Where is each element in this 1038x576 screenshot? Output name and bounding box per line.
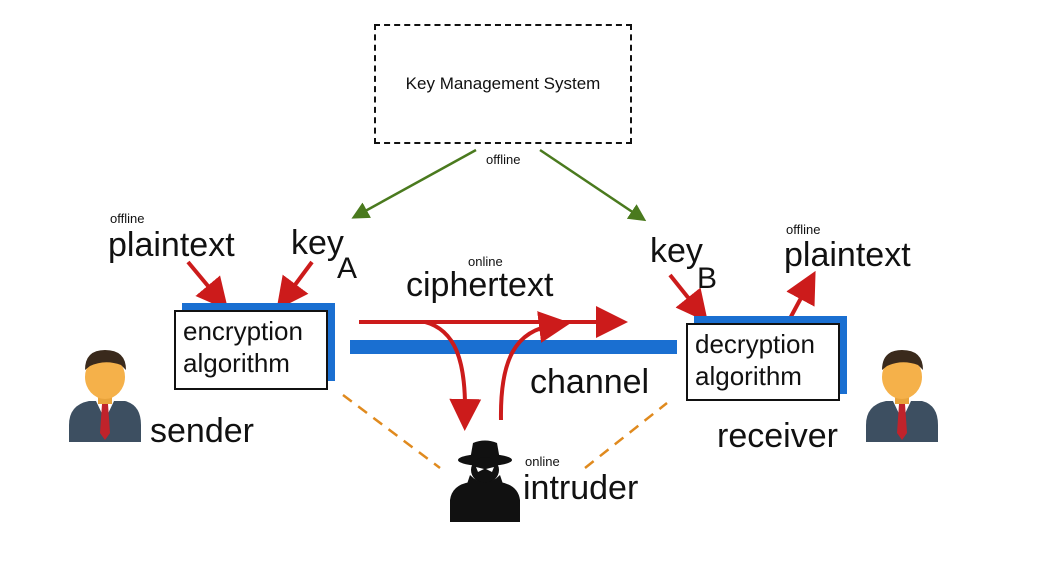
intercept-up-arrow xyxy=(498,311,571,421)
sender-label: sender xyxy=(150,412,254,450)
key-b-subscript: B xyxy=(697,262,718,295)
intruder-spy-icon xyxy=(450,440,520,522)
receiver-label: receiver xyxy=(717,417,838,455)
receiver-plaintext-label: plaintext xyxy=(784,236,911,274)
encryption-line1: encryption xyxy=(183,316,303,346)
intruder-label: intruder xyxy=(523,469,639,507)
kms-offline-label: offline xyxy=(486,152,521,167)
sender-person-icon xyxy=(69,350,141,442)
encryption-algorithm-box: encryption algorithm xyxy=(174,310,328,390)
intruder-to-receiver-dashed-line xyxy=(584,402,668,469)
intruder-online-tag: online xyxy=(525,454,560,469)
receiver-plaintext-offline-tag: offline xyxy=(786,222,821,237)
sender-plaintext-label: plaintext xyxy=(108,226,235,264)
key-a-subscript: A xyxy=(337,252,358,285)
sender-to-intruder-dashed-line xyxy=(342,394,441,469)
receiver-person-icon xyxy=(866,350,938,442)
decryption-line2: algorithm xyxy=(695,361,802,391)
ciphertext-online-tag: online xyxy=(468,254,503,269)
key-b-label: key xyxy=(650,232,703,270)
key-a-to-encryption-arrow xyxy=(276,260,314,310)
kms-to-key-a-arrow xyxy=(351,148,477,219)
kms-to-key-b-arrow xyxy=(539,148,647,222)
channel-label: channel xyxy=(530,363,650,401)
plaintext-to-encryption-arrow xyxy=(186,260,229,311)
decryption-algorithm-box: decryption algorithm xyxy=(686,323,840,401)
ciphertext-label: ciphertext xyxy=(406,266,554,304)
encryption-line2: algorithm xyxy=(183,348,290,378)
intercept-down-arrow xyxy=(424,320,482,431)
decryption-line1: decryption xyxy=(695,329,815,359)
sender-plaintext-offline-tag: offline xyxy=(110,211,145,226)
key-a-label: key xyxy=(291,224,344,262)
kms-label: Key Management System xyxy=(405,74,601,93)
key-b-to-decryption-arrow xyxy=(668,273,708,323)
key-management-system-box: Key Management System xyxy=(374,24,632,144)
